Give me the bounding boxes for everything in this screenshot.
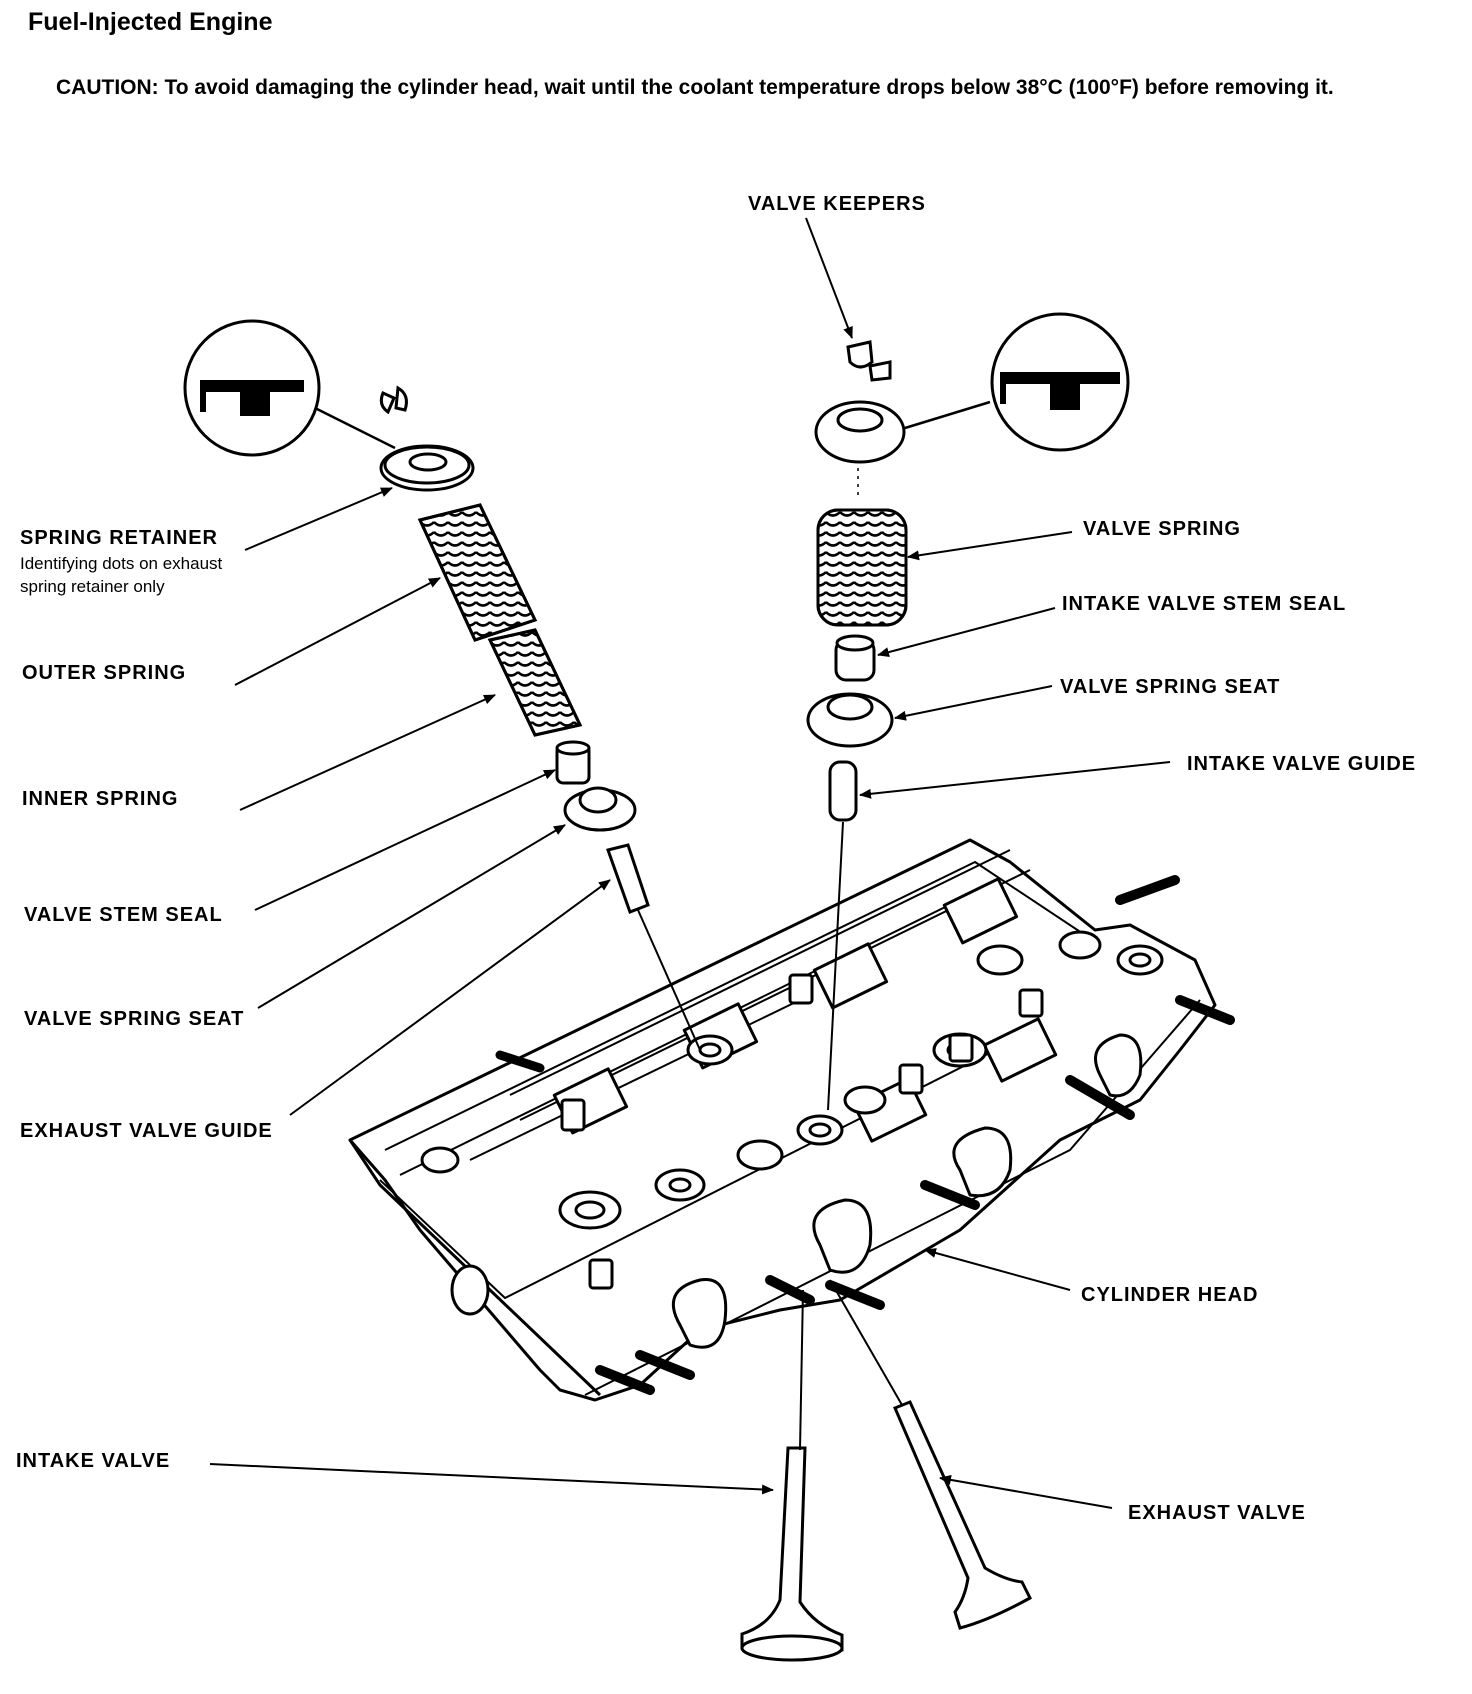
label-valve-keepers: VALVE KEEPERS: [748, 193, 926, 215]
label-exhaust-valve-guide: EXHAUST VALVE GUIDE: [20, 1120, 273, 1142]
label-intake-valve: INTAKE VALVE: [16, 1450, 171, 1472]
label-cylinder-head: CYLINDER HEAD: [1081, 1284, 1259, 1306]
caution-text: To avoid damaging the cylinder head, wai…: [164, 76, 1334, 99]
label-valve-spring-seat-right: VALVE SPRING SEAT: [1060, 676, 1281, 698]
label-outer-spring: OUTER SPRING: [22, 662, 187, 684]
label-spring-retainer-note-1: Identifying dots on exhaust: [20, 554, 223, 573]
label-intake-valve-stem-seal: INTAKE VALVE STEM SEAL: [1062, 593, 1347, 615]
label-spring-retainer-note-2: spring retainer only: [20, 577, 165, 596]
label-exhaust-valve: EXHAUST VALVE: [1128, 1502, 1306, 1524]
label-valve-stem-seal: VALVE STEM SEAL: [24, 904, 223, 926]
label-spring-retainer: SPRING RETAINER: [20, 527, 218, 549]
caution-prefix: CAUTION:: [56, 76, 159, 99]
label-inner-spring: INNER SPRING: [22, 788, 179, 810]
leader-lines: [209, 217, 1171, 1509]
exhaust-valve-part: [829, 1279, 1032, 1630]
exhaust-valve-stack: [183, 319, 701, 1051]
cylinder-head: [348, 838, 1235, 1402]
label-intake-valve-guide: INTAKE VALVE GUIDE: [1187, 753, 1417, 775]
label-valve-spring: VALVE SPRING: [1083, 518, 1241, 540]
caution-note: CAUTION: To avoid damaging the cylinder …: [56, 72, 1426, 104]
intake-valve-stack: [806, 312, 1130, 1111]
page-title: Fuel-Injected Engine: [28, 8, 273, 36]
label-valve-spring-seat-left: VALVE SPRING SEAT: [24, 1008, 245, 1030]
intake-valve-part: [740, 1289, 844, 1662]
